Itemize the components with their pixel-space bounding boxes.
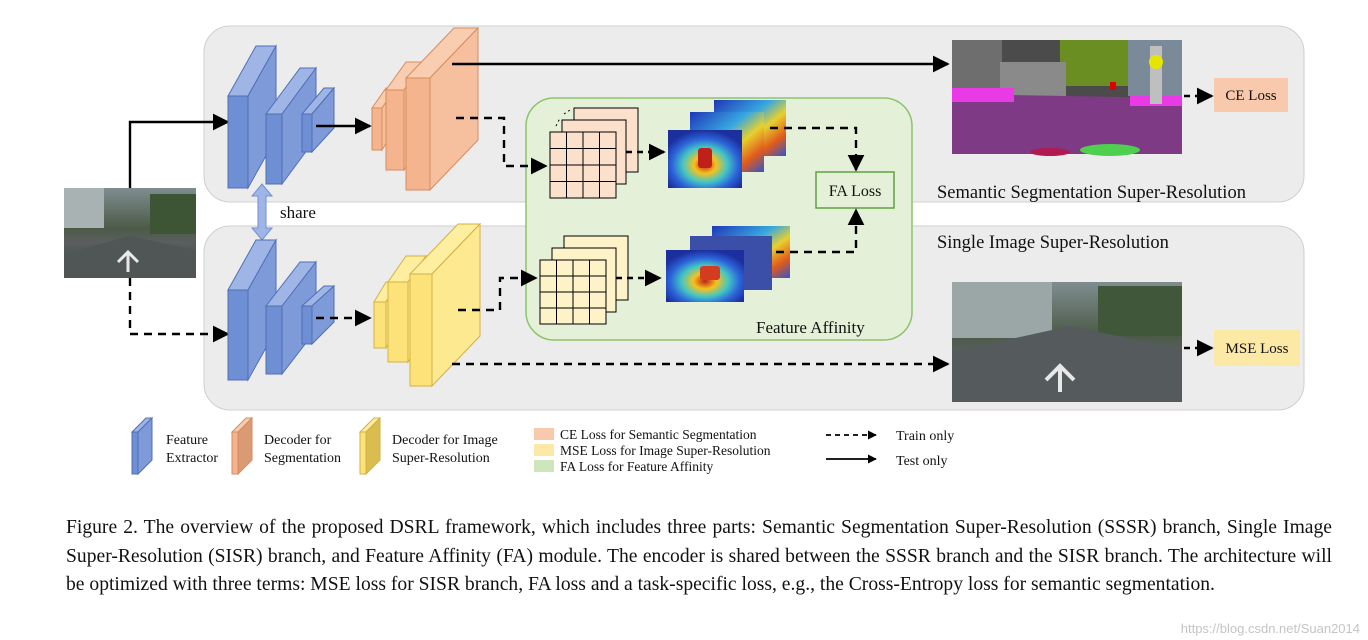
input-to-sisr-arrow	[128, 278, 230, 343]
sisr-branch-title: Single Image Super-Resolution	[937, 233, 1169, 253]
input-to-sssr-arrow	[128, 113, 230, 188]
legend-mse-label: MSE Loss for Image Super-Resolution	[560, 443, 771, 458]
input-image	[64, 188, 196, 278]
legend-ce-label: CE Loss for Semantic Segmentation	[560, 427, 757, 442]
sisr-decoder	[373, 222, 482, 388]
legend: Feature Extractor Decoder for Segmentati…	[130, 416, 954, 476]
sisr-feature-grid	[539, 235, 629, 325]
legend-extractor-label-2: Extractor	[166, 451, 218, 466]
legend-extractor-icon	[130, 416, 154, 476]
sssr-affinity-heatmaps	[668, 100, 786, 188]
share-label: share	[280, 203, 316, 222]
legend-seg-decoder-label-1: Decoder for	[264, 433, 332, 448]
sssr-branch-title: Semantic Segmentation Super-Resolution	[937, 183, 1246, 203]
legend-ce-swatch	[534, 428, 554, 440]
legend-train-label: Train only	[896, 429, 954, 444]
top-heatmap-to-fa-arrow	[770, 126, 865, 172]
super-resolution-output-image	[952, 282, 1182, 402]
segmentation-output-image	[952, 40, 1182, 156]
mse-loss-box	[1214, 330, 1300, 366]
legend-test-label: Test only	[896, 454, 948, 469]
legend-sr-decoder-icon	[358, 416, 382, 476]
legend-seg-decoder-label-2: Segmentation	[264, 451, 341, 466]
sisr-decoder-to-grid-arrow	[458, 269, 538, 312]
fa-loss-box	[815, 171, 895, 209]
legend-fa-swatch	[534, 460, 554, 472]
legend-fa-label: FA Loss for Feature Affinity	[560, 459, 713, 474]
fa-loss-label: FA Loss	[829, 183, 882, 200]
legend-mse-swatch	[534, 444, 554, 456]
framework-diagram: share Feature Affinity	[64, 25, 1305, 476]
figure-caption: Figure 2. The overview of the proposed D…	[66, 517, 1332, 595]
legend-extractor-label-1: Feature	[166, 433, 208, 448]
ce-loss-label: CE Loss	[1225, 88, 1276, 104]
sssr-decoder-to-grid-arrow	[456, 116, 548, 175]
sisr-feature-extractor	[227, 238, 336, 382]
feature-affinity-label: Feature Affinity	[756, 318, 865, 337]
sssr-decoder	[371, 26, 480, 192]
sssr-feature-grid	[549, 107, 639, 199]
legend-sr-decoder-label-1: Decoder for Image	[392, 433, 498, 448]
legend-seg-decoder-icon	[230, 416, 254, 476]
watermark: https://blog.csdn.net/Suan2014	[1180, 621, 1360, 636]
share-arrow	[250, 183, 274, 241]
mse-loss-label: MSE Loss	[1226, 341, 1289, 357]
ce-loss-box	[1214, 78, 1288, 112]
sssr-feature-extractor	[227, 44, 336, 190]
legend-sr-decoder-label-2: Super-Resolution	[392, 451, 490, 466]
